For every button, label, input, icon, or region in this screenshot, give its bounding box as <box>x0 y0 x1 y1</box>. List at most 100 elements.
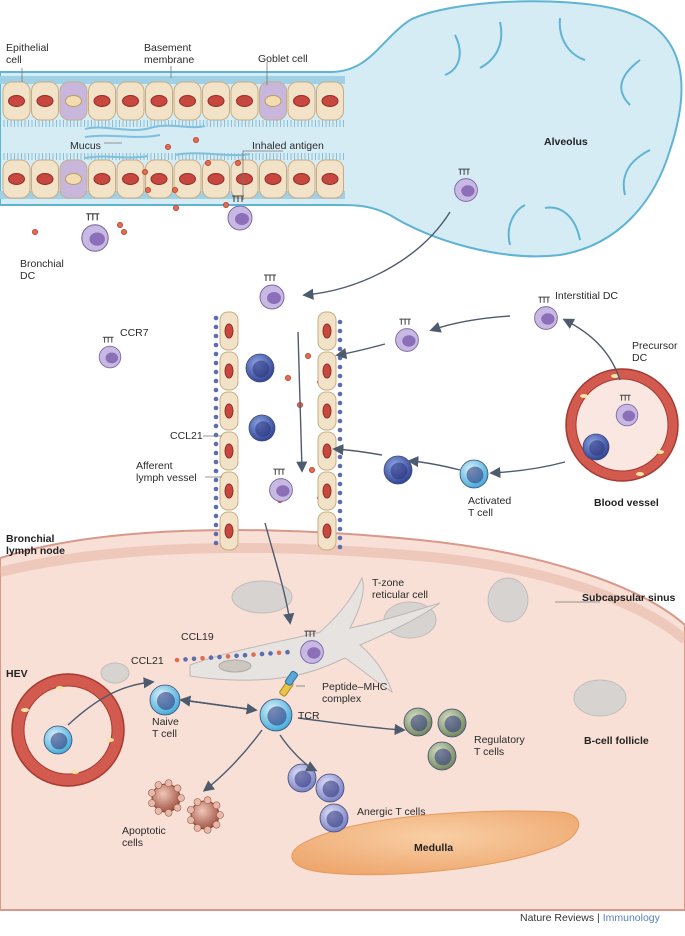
cell-nucleus <box>322 323 332 339</box>
label-t-zone-reticular-cell: T-zone reticular cell <box>372 577 429 601</box>
label-afferent-lymph-vessel: Afferent lymph vessel <box>136 460 197 484</box>
ccl19-ccl21-bead <box>251 652 256 657</box>
lymph-flow-arrow <box>296 331 308 473</box>
ccl21-bead <box>213 369 219 375</box>
dendritic-cell <box>454 168 478 202</box>
activated-t-cell <box>245 353 275 383</box>
ccl19-ccl21-bead <box>225 654 231 659</box>
antigen-particle <box>234 159 241 166</box>
antigen-particle <box>204 159 211 166</box>
activated-t-cell <box>582 433 610 461</box>
ccl21-bead <box>337 427 343 433</box>
label-blood-vessel: Blood vessel <box>594 497 659 509</box>
dendritic-cell <box>300 630 324 664</box>
arrows <box>67 211 621 792</box>
peptide-mhc <box>284 670 299 686</box>
antigen-particle <box>304 352 311 359</box>
cell-nucleus <box>321 95 339 107</box>
ccl21-bead <box>213 423 219 429</box>
footer-journal: Immunology <box>602 912 660 924</box>
label-interstitial-dc: Interstitial DC <box>555 290 619 302</box>
ccl21-bead <box>213 360 219 366</box>
antigen-particle <box>117 221 124 228</box>
ccl19-ccl21-bead <box>174 657 180 663</box>
cell-nucleus <box>322 363 332 379</box>
ccl21-bead <box>337 346 343 352</box>
label-mucus: Mucus <box>70 140 101 152</box>
label-subcapsular-sinus: Subcapsular sinus <box>582 592 676 604</box>
naive-t-cell <box>259 698 293 732</box>
cell-nucleus <box>122 95 139 107</box>
cell-nucleus <box>236 95 253 107</box>
antigen-particle <box>222 201 229 208</box>
label-tcr: TCR <box>298 710 320 722</box>
regulatory-t-cell <box>427 741 457 771</box>
medulla <box>291 810 580 876</box>
ccl21-bead <box>337 436 343 442</box>
ccl21-bead <box>213 405 219 411</box>
label-medulla: Medulla <box>414 842 454 854</box>
alveolus-folds <box>444 17 651 246</box>
cell-nucleus <box>224 523 234 539</box>
label-basement-membrane: Basement membrane <box>144 42 195 66</box>
ccl19-ccl21-bead <box>276 650 282 656</box>
ccl19-ccl21-bead <box>200 655 205 661</box>
ccl19-ccl21-bead <box>191 656 197 662</box>
naive-t-cell <box>43 725 73 755</box>
ccl21-bead <box>213 540 219 546</box>
ccl21-bead <box>213 351 219 357</box>
label-bronchial-dc: Bronchial DC <box>20 258 64 282</box>
cell-nucleus <box>65 173 82 185</box>
label-ccl19: CCL19 <box>181 631 214 643</box>
ccl21-bead <box>337 472 343 478</box>
cell-nucleus <box>293 95 310 107</box>
apoptotic-cell <box>148 779 185 817</box>
ccl21-bead <box>213 414 219 420</box>
label-ccr7: CCR7 <box>120 327 149 339</box>
ccl21-bead <box>337 535 343 541</box>
label-b-cell-follicle: B-cell follicle <box>584 735 649 747</box>
ccl21-bead <box>213 477 219 483</box>
cell-nucleus <box>322 403 332 419</box>
cell-nucleus <box>264 95 282 107</box>
label-regulatory-t-cells: Regulatory T cells <box>474 734 525 758</box>
cell-nucleus <box>293 173 310 185</box>
dendritic-cell <box>615 394 639 427</box>
dendritic-cell <box>395 318 419 352</box>
cell-nucleus <box>224 363 234 379</box>
regulatory-t-cell <box>437 708 467 738</box>
ccl21-bead <box>213 531 219 537</box>
ccl21-bead <box>213 315 219 321</box>
label-bronchial-lymph-node: Bronchial lymph node <box>6 533 65 557</box>
cell-nucleus <box>322 523 332 539</box>
label-naive-t-cell: Naive T cell <box>152 716 179 740</box>
ccl19-ccl21-bead <box>285 649 290 655</box>
ccl21-bead <box>337 355 343 361</box>
cell-nucleus <box>322 443 332 459</box>
ccl19-ccl21-bead <box>208 655 214 660</box>
ccl21-bead <box>213 495 219 501</box>
subcapsular-sinus-line <box>0 543 685 644</box>
activated-t-cell <box>248 414 276 442</box>
ccl21-bead <box>337 382 343 388</box>
antigen-particle <box>141 168 148 175</box>
cilia <box>3 120 344 160</box>
antigen-particle <box>121 228 128 235</box>
ccl21-bead <box>337 400 343 406</box>
cell-nucleus <box>207 95 225 107</box>
antigen-particle <box>144 186 151 193</box>
antigen-particle <box>308 466 315 473</box>
antigen-particle <box>171 186 178 193</box>
t-cells <box>43 353 610 834</box>
ccl21-bead <box>337 373 343 379</box>
label-activated-t-cell: Activated T cell <box>468 495 512 519</box>
ccl21-bead <box>213 450 219 456</box>
antigen-particle <box>284 374 291 381</box>
anergic-t-cell <box>319 803 349 833</box>
ccl21-bead <box>213 342 219 348</box>
cell-nucleus <box>36 95 54 107</box>
dendritic-cell <box>98 336 122 369</box>
cell-nucleus <box>224 323 234 339</box>
